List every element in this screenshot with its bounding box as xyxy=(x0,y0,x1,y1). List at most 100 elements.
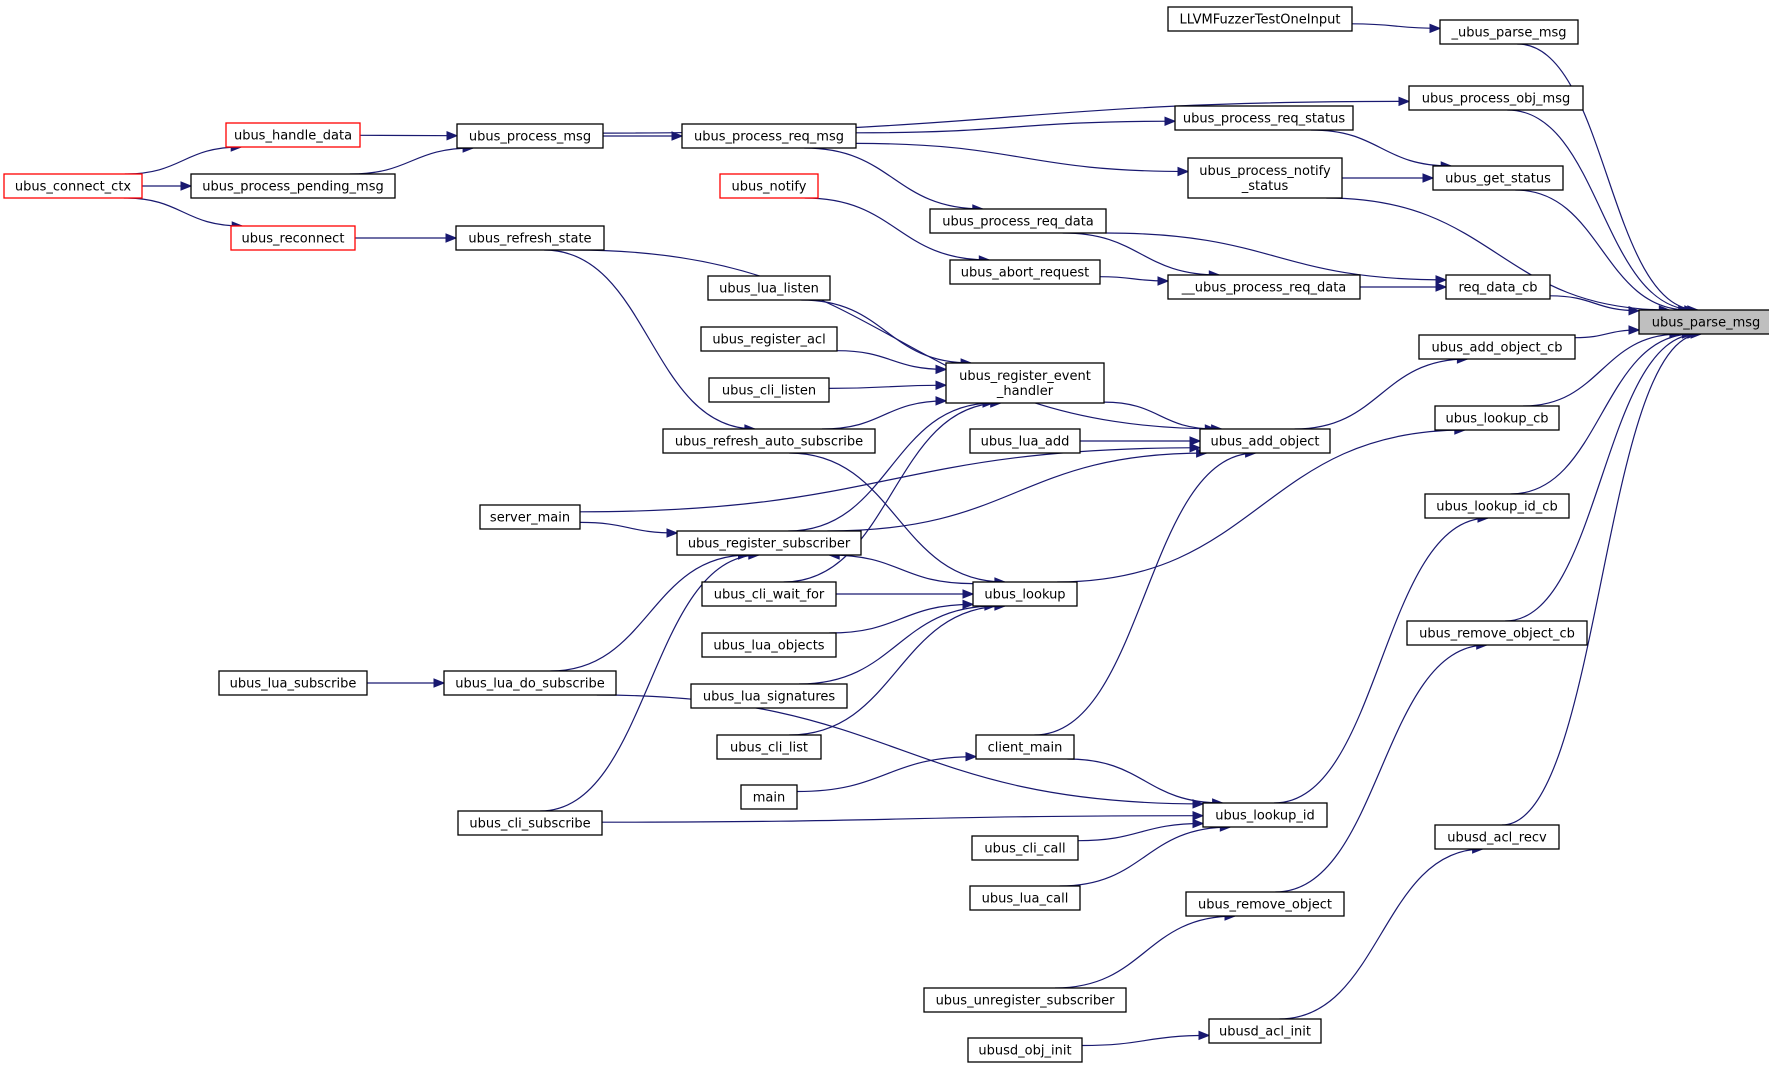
node-box-ubus_process_notify_status xyxy=(1187,157,1343,199)
node-ubusd_obj_init[interactable]: ubusd_obj_init xyxy=(967,1037,1083,1063)
node-label-ubus_lookup: ubus_lookup xyxy=(984,588,1065,603)
node-ubus_refresh_auto_subscribe[interactable]: ubus_refresh_auto_subscribe xyxy=(662,428,876,454)
node-ubus_process_req_data[interactable]: ubus_process_req_data xyxy=(929,208,1107,234)
node-ubus_register_event_handler[interactable]: ubus_register_event_handler xyxy=(945,362,1105,404)
node-box-ubus_lookup_id_cb xyxy=(1424,493,1570,519)
edge-ubus_lookup_cb-to-ubus_parse_msg xyxy=(1523,333,1680,407)
node-req_data_cb[interactable]: req_data_cb xyxy=(1445,274,1551,300)
node-__ubus_process_req_data[interactable]: __ubus_process_req_data xyxy=(1167,274,1361,300)
edge-ubus_refresh_state-to-ubus_refresh_auto_subscribe xyxy=(544,249,755,430)
node-ubus_cli_subscribe[interactable]: ubus_cli_subscribe xyxy=(457,810,603,836)
edge-ubus_refresh_auto_subscribe-to-ubus_register_event_handler xyxy=(821,400,947,430)
node-ubus_lua_do_subscribe[interactable]: ubus_lua_do_subscribe xyxy=(443,670,617,696)
edge-ubus_register_subscriber-to-ubus_register_event_handler xyxy=(788,402,994,532)
node-ubus_remove_object_cb[interactable]: ubus_remove_object_cb xyxy=(1406,620,1588,646)
node-ubus_cli_call[interactable]: ubus_cli_call xyxy=(971,835,1079,861)
node-ubus_lookup_cb[interactable]: ubus_lookup_cb xyxy=(1434,405,1560,431)
node-ubus_refresh_state[interactable]: ubus_refresh_state xyxy=(455,225,605,251)
node-box-ubus_notify xyxy=(719,173,819,199)
edge-ubus_cli_wait_for-to-ubus_register_event_handler xyxy=(783,402,1001,583)
node-box-ubus_parse_msg xyxy=(1638,309,1769,335)
node-label-ubus_abort_request: ubus_abort_request xyxy=(961,266,1090,281)
node-label-ubus_remove_object_cb: ubus_remove_object_cb xyxy=(1419,627,1575,642)
node-ubus_process_notify_status[interactable]: ubus_process_notify_status xyxy=(1187,157,1343,199)
edge-ubus_lookup_id_cb-to-ubus_parse_msg xyxy=(1510,333,1693,495)
node-ubus_process_req_msg[interactable]: ubus_process_req_msg xyxy=(681,123,857,149)
node-label-ubus_register_event_handler-line-1: _handler xyxy=(996,384,1054,399)
node-ubus_lookup_id_cb[interactable]: ubus_lookup_id_cb xyxy=(1424,493,1570,519)
edge-main-to-client_main xyxy=(796,756,977,793)
node-box-ubus_remove_object_cb xyxy=(1406,620,1588,646)
edge-server_main-to-ubus_register_subscriber xyxy=(579,521,678,534)
node-ubus_remove_object[interactable]: ubus_remove_object xyxy=(1185,891,1345,917)
edge-ubusd_acl_recv-to-ubus_parse_msg xyxy=(1501,333,1702,826)
node-ubus_process_obj_msg[interactable]: ubus_process_obj_msg xyxy=(1408,85,1584,111)
node-ubus_add_object_cb[interactable]: ubus_add_object_cb xyxy=(1418,334,1576,360)
node-ubus_cli_listen[interactable]: ubus_cli_listen xyxy=(708,377,830,403)
edge-ubus_lua_listen-to-ubus_register_event_handler xyxy=(801,299,972,364)
node-box-ubus_lookup xyxy=(972,581,1078,607)
node-ubus_parse_msg[interactable]: ubus_parse_msg xyxy=(1638,309,1769,335)
node-server_main[interactable]: server_main xyxy=(479,504,581,530)
edge-ubus_lookup_id-to-ubus_lookup_id_cb xyxy=(1273,517,1489,804)
arrowhead-ubus_abort_request-to-__ubus_process_req_data xyxy=(1157,276,1170,286)
node-ubusd_acl_init[interactable]: ubusd_acl_init xyxy=(1208,1018,1322,1044)
node-ubus_reconnect[interactable]: ubus_reconnect xyxy=(230,225,356,251)
edge-ubus_process_req_msg-to-ubus_process_req_data xyxy=(804,147,983,210)
node-ubus_lua_call[interactable]: ubus_lua_call xyxy=(969,885,1081,911)
node-ubus_lua_objects[interactable]: ubus_lua_objects xyxy=(701,632,837,658)
node-label-ubus_process_notify_status-line-1: _status xyxy=(1241,179,1289,194)
node-ubus_lua_subscribe[interactable]: ubus_lua_subscribe xyxy=(218,670,368,696)
node-box-ubus_handle_data xyxy=(225,122,361,148)
node-ubus_get_status[interactable]: ubus_get_status xyxy=(1432,165,1564,191)
node-_ubus_parse_msg[interactable]: _ubus_parse_msg xyxy=(1439,19,1579,45)
node-ubus_process_pending_msg[interactable]: ubus_process_pending_msg xyxy=(190,173,396,199)
node-box-ubus_refresh_auto_subscribe xyxy=(662,428,876,454)
node-box-ubus_lua_listen xyxy=(707,275,831,301)
node-client_main[interactable]: client_main xyxy=(975,734,1075,760)
node-label-ubus_refresh_state: ubus_refresh_state xyxy=(468,232,591,247)
node-ubusd_acl_recv[interactable]: ubusd_acl_recv xyxy=(1434,824,1560,850)
node-label-ubus_process_req_status: ubus_process_req_status xyxy=(1183,112,1345,127)
node-label-ubus_unregister_subscriber: ubus_unregister_subscriber xyxy=(936,994,1116,1009)
node-label-ubus_refresh_auto_subscribe: ubus_refresh_auto_subscribe xyxy=(675,435,863,450)
node-label-ubus_lookup_cb: ubus_lookup_cb xyxy=(1445,412,1548,427)
node-ubus_lua_listen[interactable]: ubus_lua_listen xyxy=(707,275,831,301)
edge-ubus_lookup-to-ubus_lookup_cb xyxy=(1057,429,1465,583)
edge-ubus_cli_listen-to-ubus_register_event_handler xyxy=(828,384,947,389)
node-ubus_lua_signatures[interactable]: ubus_lua_signatures xyxy=(690,683,848,709)
node-box-ubus_register_acl xyxy=(700,326,838,352)
node-label-ubus_lua_signatures: ubus_lua_signatures xyxy=(703,690,836,705)
node-LLVMFuzzerTestOneInput[interactable]: LLVMFuzzerTestOneInput xyxy=(1167,6,1353,32)
node-ubus_unregister_subscriber[interactable]: ubus_unregister_subscriber xyxy=(923,987,1127,1013)
node-label-ubus_get_status: ubus_get_status xyxy=(1445,172,1551,187)
node-label-ubus_register_subscriber: ubus_register_subscriber xyxy=(688,537,851,552)
node-ubus_register_acl[interactable]: ubus_register_acl xyxy=(700,326,838,352)
edge-ubus_process_req_data-to-__ubus_process_req_data xyxy=(1062,232,1220,276)
node-ubus_handle_data[interactable]: ubus_handle_data xyxy=(225,122,361,148)
node-ubus_add_object[interactable]: ubus_add_object xyxy=(1199,428,1331,454)
node-ubus_lua_add[interactable]: ubus_lua_add xyxy=(969,428,1081,454)
node-ubus_process_msg[interactable]: ubus_process_msg xyxy=(456,123,604,149)
node-ubus_notify[interactable]: ubus_notify xyxy=(719,173,819,199)
edge-ubus_lua_do_subscribe-to-ubus_lookup_id xyxy=(596,694,1204,805)
node-ubus_process_req_status[interactable]: ubus_process_req_status xyxy=(1174,105,1354,131)
node-box-ubus_reconnect xyxy=(230,225,356,251)
node-main[interactable]: main xyxy=(740,784,798,810)
node-box-ubus_register_event_handler xyxy=(945,362,1105,404)
arrowhead-ubus_process_msg-to-ubus_process_req_msg xyxy=(671,131,684,141)
node-ubus_cli_wait_for[interactable]: ubus_cli_wait_for xyxy=(701,581,837,607)
node-ubus_lookup[interactable]: ubus_lookup xyxy=(972,581,1078,607)
node-label-ubus_lua_do_subscribe: ubus_lua_do_subscribe xyxy=(455,677,604,692)
node-ubus_register_subscriber[interactable]: ubus_register_subscriber xyxy=(676,530,862,556)
edge-ubusd_acl_init-to-ubusd_acl_recv xyxy=(1279,848,1483,1020)
node-box-ubus_cli_wait_for xyxy=(701,581,837,607)
arrowhead-server_main-to-ubus_register_subscriber xyxy=(666,528,679,538)
node-box-ubusd_acl_init xyxy=(1208,1018,1322,1044)
arrowhead-ubus_process_req_msg-to-ubus_process_req_status xyxy=(1164,116,1177,126)
node-ubus_cli_list[interactable]: ubus_cli_list xyxy=(716,734,822,760)
edge-ubus_process_pending_msg-to-ubus_process_msg xyxy=(349,147,474,175)
node-ubus_lookup_id[interactable]: ubus_lookup_id xyxy=(1202,802,1328,828)
node-ubus_abort_request[interactable]: ubus_abort_request xyxy=(949,259,1101,285)
node-ubus_connect_ctx[interactable]: ubus_connect_ctx xyxy=(3,173,143,199)
